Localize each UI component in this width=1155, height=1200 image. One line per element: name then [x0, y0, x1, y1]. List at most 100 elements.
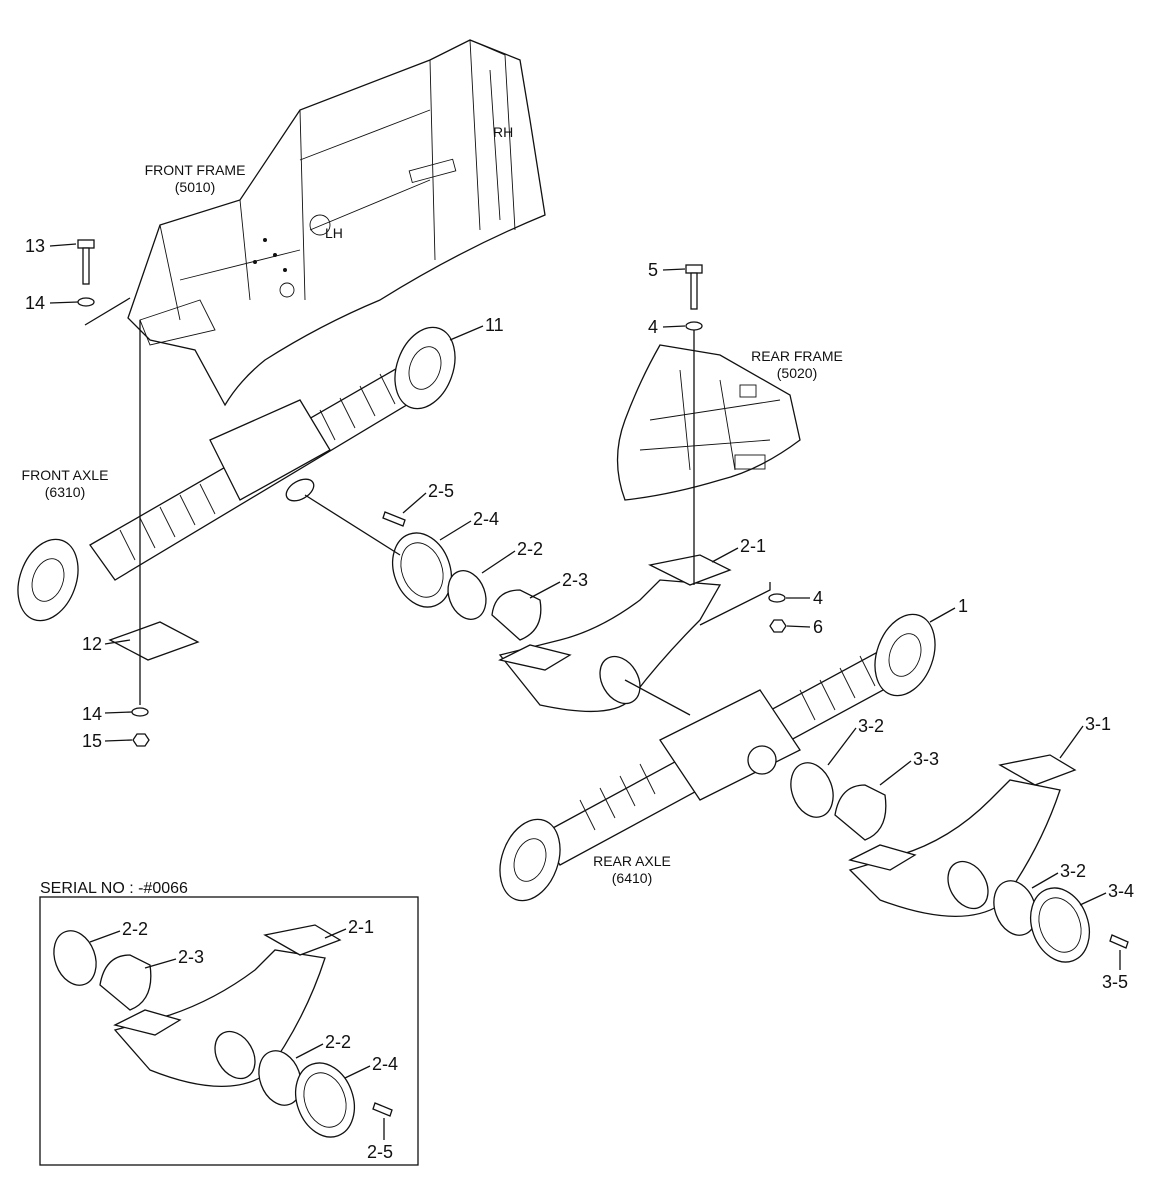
svg-text:2-3: 2-3 — [562, 570, 588, 590]
front-axle-drawing — [17, 326, 456, 622]
svg-text:(6310): (6310) — [45, 484, 85, 500]
callout-4-top: 4 — [648, 317, 686, 337]
svg-text:2-2: 2-2 — [325, 1032, 351, 1052]
svg-text:(5010): (5010) — [175, 179, 215, 195]
svg-text:2-4: 2-4 — [372, 1054, 398, 1074]
washer-14-bottom — [131, 707, 149, 717]
bolt-13 — [77, 239, 95, 285]
inset-title: SERIAL NO : -#0066 — [40, 880, 188, 897]
bushing-2-3 — [491, 589, 542, 641]
washer-4-right — [768, 593, 786, 603]
svg-text:2-2: 2-2 — [122, 919, 148, 939]
frame-mark-rh: RH — [493, 124, 513, 140]
svg-text:2-3: 2-3 — [178, 947, 204, 967]
inset-seal-plate-2-4 — [295, 1062, 355, 1138]
callout-3-4: 3-4 — [1079, 881, 1134, 906]
svg-text:3-2: 3-2 — [1060, 861, 1086, 881]
callout-2-3: 2-3 — [529, 570, 588, 599]
callout-3-1: 3-1 — [1059, 714, 1111, 759]
svg-text:4: 4 — [813, 588, 823, 608]
svg-text:12: 12 — [82, 634, 102, 654]
inset-callout-2-5: 2-5 — [367, 1118, 393, 1162]
svg-text:2-2: 2-2 — [517, 539, 543, 559]
front-bracket-2-1 — [498, 554, 732, 713]
svg-text:3-4: 3-4 — [1108, 881, 1134, 901]
inset-bushing-2-3 — [99, 954, 152, 1011]
inset-callout-2-4: 2-4 — [344, 1054, 398, 1079]
svg-text:11: 11 — [485, 315, 504, 335]
inset-o-ring-2-2a — [53, 930, 97, 986]
caption-front-frame: FRONT FRAME (5010) — [145, 162, 246, 195]
callout-14-top: 14 — [25, 293, 79, 313]
svg-text:14: 14 — [25, 293, 45, 313]
svg-text:4: 4 — [648, 317, 658, 337]
seal-plate-2-4 — [392, 532, 452, 608]
inset-callout-2-1: 2-1 — [324, 917, 374, 939]
inset-callout-2-3: 2-3 — [144, 947, 204, 969]
callout-2-4: 2-4 — [439, 509, 499, 541]
callout-15: 15 — [82, 731, 133, 751]
washer-4-top — [685, 321, 703, 331]
svg-text:2-1: 2-1 — [740, 536, 766, 556]
o-ring-3-2a — [790, 762, 834, 818]
bolt-5 — [685, 264, 703, 310]
caption-front-axle: FRONT AXLE (6310) — [22, 467, 109, 500]
bolt-2-5 — [382, 511, 406, 527]
svg-text:REAR AXLE: REAR AXLE — [593, 853, 671, 869]
svg-text:13: 13 — [25, 236, 45, 256]
svg-text:FRONT AXLE: FRONT AXLE — [22, 467, 109, 483]
svg-text:14: 14 — [82, 704, 102, 724]
inset-callout-2-2a: 2-2 — [89, 919, 148, 943]
svg-text:REAR FRAME: REAR FRAME — [751, 348, 843, 364]
svg-text:2-5: 2-5 — [367, 1142, 393, 1162]
svg-text:(5020): (5020) — [777, 365, 817, 381]
svg-text:1: 1 — [958, 596, 968, 616]
assembly-lines — [84, 297, 771, 716]
washer-14-top — [77, 297, 95, 307]
svg-text:3-3: 3-3 — [913, 749, 939, 769]
frame-mark-lh: LH — [325, 225, 343, 241]
shim-plate-12 — [108, 621, 200, 661]
callout-3-2a: 3-2 — [827, 716, 884, 766]
callout-5: 5 — [648, 260, 686, 280]
svg-text:2-4: 2-4 — [473, 509, 499, 529]
callout-3-5: 3-5 — [1102, 950, 1128, 992]
svg-text:3-2: 3-2 — [858, 716, 884, 736]
caption-rear-frame: REAR FRAME (5020) — [751, 348, 843, 381]
svg-text:6: 6 — [813, 617, 823, 637]
callout-2-2: 2-2 — [481, 539, 543, 574]
inset-serial-0066: SERIAL NO : -#0066 2-2 2-3 2-1 2-2 2-4 2… — [39, 880, 419, 1166]
nut-6 — [769, 619, 787, 633]
callout-2-5: 2-5 — [402, 481, 454, 514]
inset-callout-2-2b: 2-2 — [295, 1032, 351, 1059]
callout-12: 12 — [82, 634, 131, 654]
svg-text:3-5: 3-5 — [1102, 972, 1128, 992]
svg-text:3-1: 3-1 — [1085, 714, 1111, 734]
svg-text:2-1: 2-1 — [348, 917, 374, 937]
callout-13: 13 — [25, 236, 77, 256]
callout-4-right: 4 — [786, 588, 823, 608]
caption-rear-axle: REAR AXLE (6410) — [593, 853, 671, 886]
callout-14-bottom: 14 — [82, 704, 133, 724]
o-ring-2-2 — [447, 570, 487, 620]
svg-text:FRONT FRAME: FRONT FRAME — [145, 162, 246, 178]
front-frame-drawing — [127, 39, 546, 407]
nut-15 — [132, 733, 150, 747]
bushing-3-3 — [834, 784, 887, 841]
svg-text:(6410): (6410) — [612, 870, 652, 886]
bolt-3-5 — [1109, 934, 1129, 949]
callout-1: 1 — [929, 596, 968, 623]
callout-6: 6 — [786, 617, 823, 637]
callout-2-1: 2-1 — [711, 536, 766, 563]
callout-3-3: 3-3 — [879, 749, 939, 786]
inset-frame — [39, 896, 419, 1166]
inset-bolt-2-5 — [372, 1102, 393, 1117]
callout-3-2b: 3-2 — [1031, 861, 1086, 889]
seal-plate-3-4 — [1030, 887, 1090, 963]
svg-text:2-5: 2-5 — [428, 481, 454, 501]
rear-frame-drawing — [616, 344, 801, 501]
rear-axle-drawing — [499, 613, 936, 902]
svg-text:5: 5 — [648, 260, 658, 280]
svg-text:15: 15 — [82, 731, 102, 751]
